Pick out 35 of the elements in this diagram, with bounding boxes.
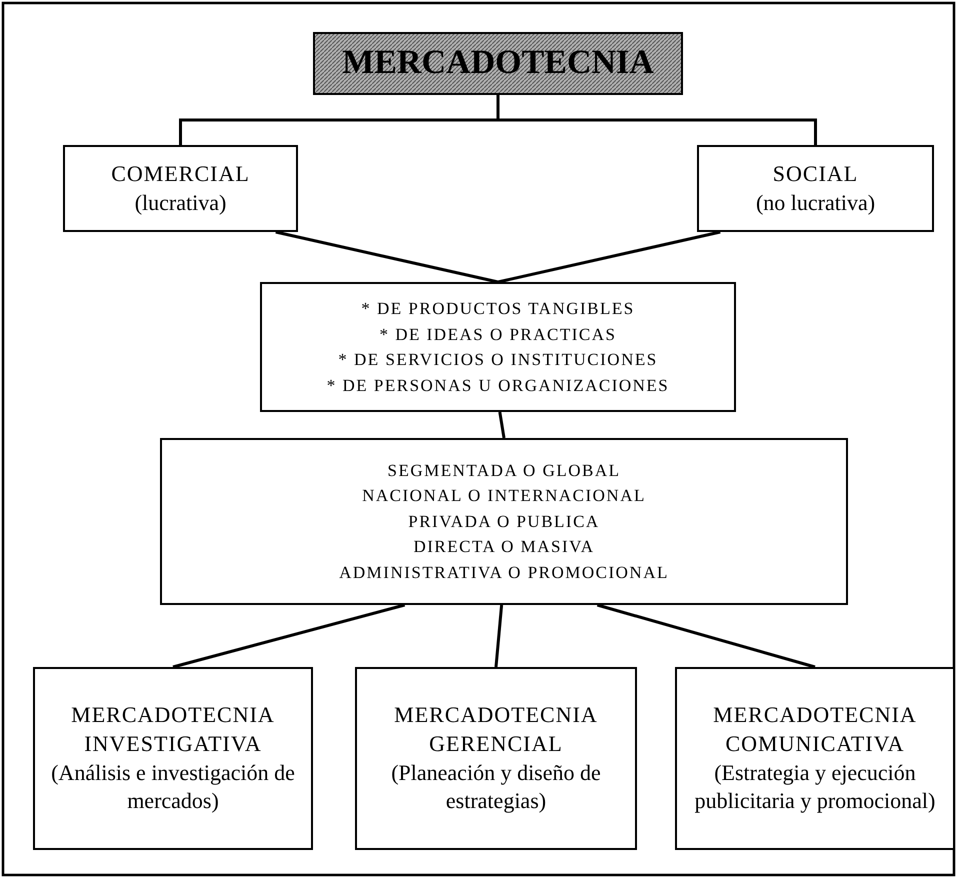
- type-box: [675, 667, 955, 850]
- box-description: (Estrategia y ejecución publicitaria y promocional): [694, 758, 936, 816]
- connector-line: [172, 604, 406, 668]
- box-heading: MERCADOTECNIA INVESTIGATIVA: [70, 701, 276, 758]
- type-box: [33, 667, 313, 850]
- box-description: (Planeación y diseño de estrategias): [390, 758, 602, 816]
- list-item: ADMINISTRATIVA O PROMOCIONAL: [339, 562, 669, 584]
- box-heading: MERCADOTECNIA COMUNICATIVA: [712, 701, 918, 758]
- list-box: [260, 282, 736, 412]
- category-box: [697, 145, 934, 232]
- connector-line: [498, 230, 721, 284]
- box-heading: SOCIAL: [772, 160, 858, 188]
- list-box: [160, 438, 848, 605]
- box-description: (lucrativa): [134, 188, 226, 217]
- title-box: [313, 32, 683, 95]
- connector-line: [496, 95, 817, 145]
- title-text: MERCADOTECNIA: [342, 43, 654, 84]
- list-item: * DE PERSONAS U ORGANIZACIONES: [326, 374, 670, 396]
- list-item: DIRECTA O MASIVA: [413, 536, 594, 558]
- list-item: NACIONAL O INTERNACIONAL: [362, 485, 646, 508]
- list-item: * DE IDEAS O PRACTICAS: [379, 324, 617, 346]
- box-description: (no lucrativa): [756, 188, 876, 216]
- box-heading: COMERCIAL: [111, 160, 250, 188]
- connector-line: [494, 604, 504, 668]
- box-description: (Análisis e investigación de mercados): [50, 758, 296, 816]
- box-heading: MERCADOTECNIA GERENCIAL: [393, 701, 599, 758]
- category-box: [63, 145, 298, 232]
- type-box: [355, 667, 637, 850]
- connector-line: [596, 604, 816, 668]
- connector-line: [275, 230, 498, 284]
- connector-line: [498, 412, 506, 438]
- list-item: * DE SERVICIOS O INSTITUCIONES: [338, 349, 658, 371]
- list-item: PRIVADA O PUBLICA: [408, 510, 600, 533]
- list-item: * DE PRODUCTOS TANGIBLES: [361, 298, 635, 320]
- list-item: SEGMENTADA O GLOBAL: [387, 460, 621, 482]
